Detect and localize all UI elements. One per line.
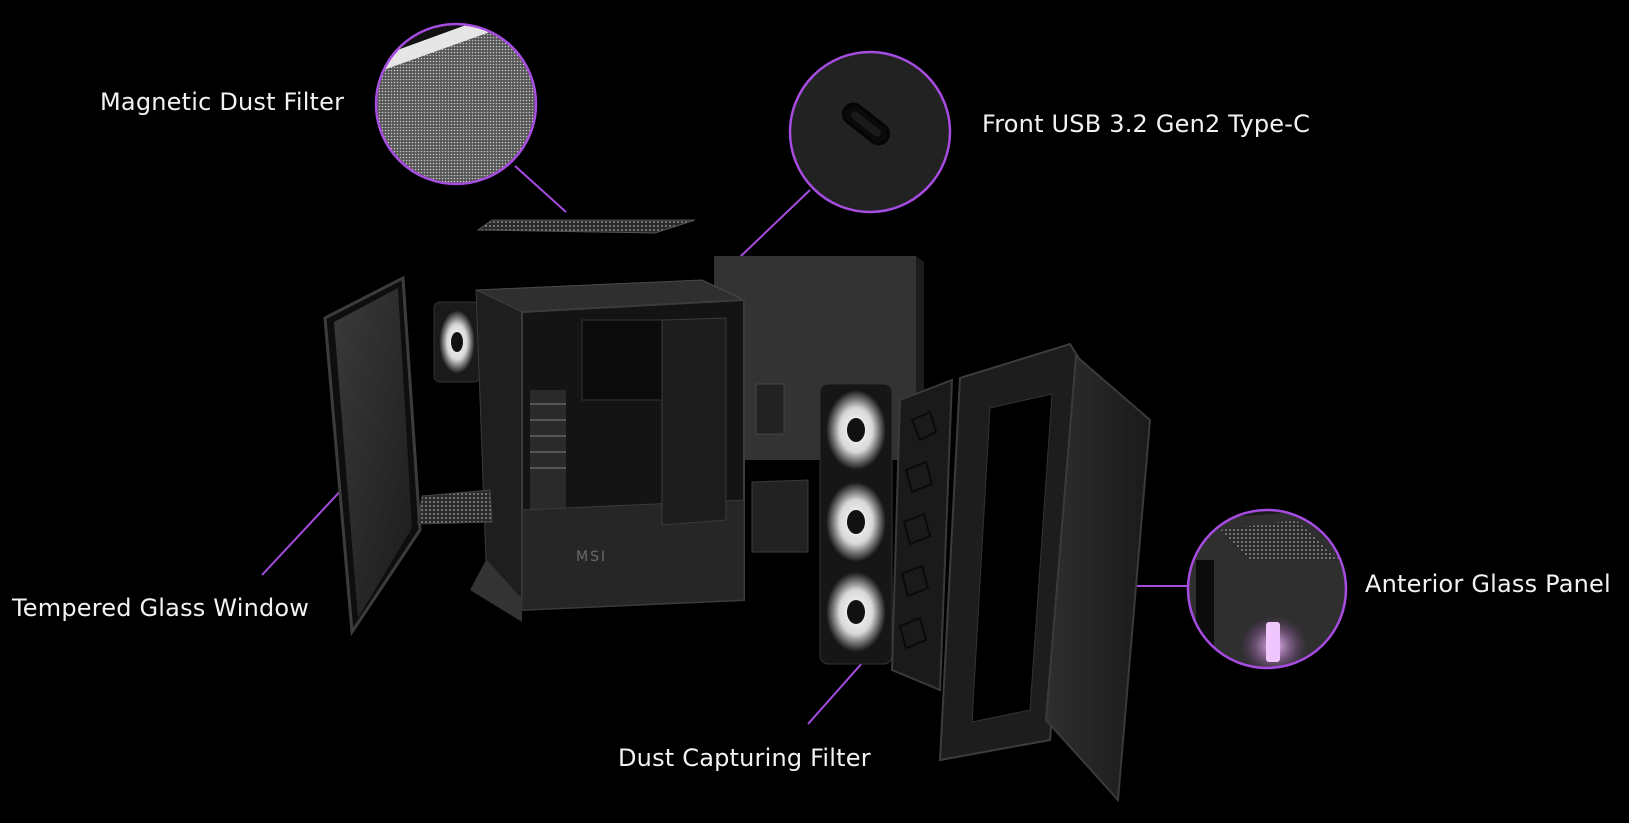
leader-line-magnetic <box>514 165 567 213</box>
label-front-usb: Front USB 3.2 Gen2 Type-C <box>982 110 1311 138</box>
chassis-frame: MSI <box>417 279 745 622</box>
label-dust-capturing-filter: Dust Capturing Filter <box>618 744 871 772</box>
label-tempered-glass-window: Tempered Glass Window <box>12 594 310 622</box>
magnetic-dust-filter-callout <box>374 22 538 186</box>
front-fan-stack <box>819 383 893 665</box>
chassis-logo-text: MSI <box>576 549 607 565</box>
label-magnetic-dust-filter: Magnetic Dust Filter <box>100 88 345 116</box>
dust-capturing-filter-part <box>890 378 954 692</box>
callout-ring-magnetic <box>374 22 538 186</box>
front-frame <box>938 342 1082 762</box>
front-usb-callout <box>788 50 952 214</box>
psu-bracket <box>751 479 809 553</box>
callout-ring-usb <box>788 50 952 214</box>
top-dust-filter-part <box>476 219 696 234</box>
callout-ring-anterior <box>1186 508 1348 670</box>
rear-fan <box>433 301 481 383</box>
tempered-glass-part <box>323 275 422 637</box>
anterior-panel-callout <box>1186 508 1348 670</box>
usb-c-port-icon <box>841 102 891 146</box>
anterior-glass-part <box>1044 353 1152 803</box>
label-anterior-glass-panel: Anterior Glass Panel <box>1365 570 1611 598</box>
